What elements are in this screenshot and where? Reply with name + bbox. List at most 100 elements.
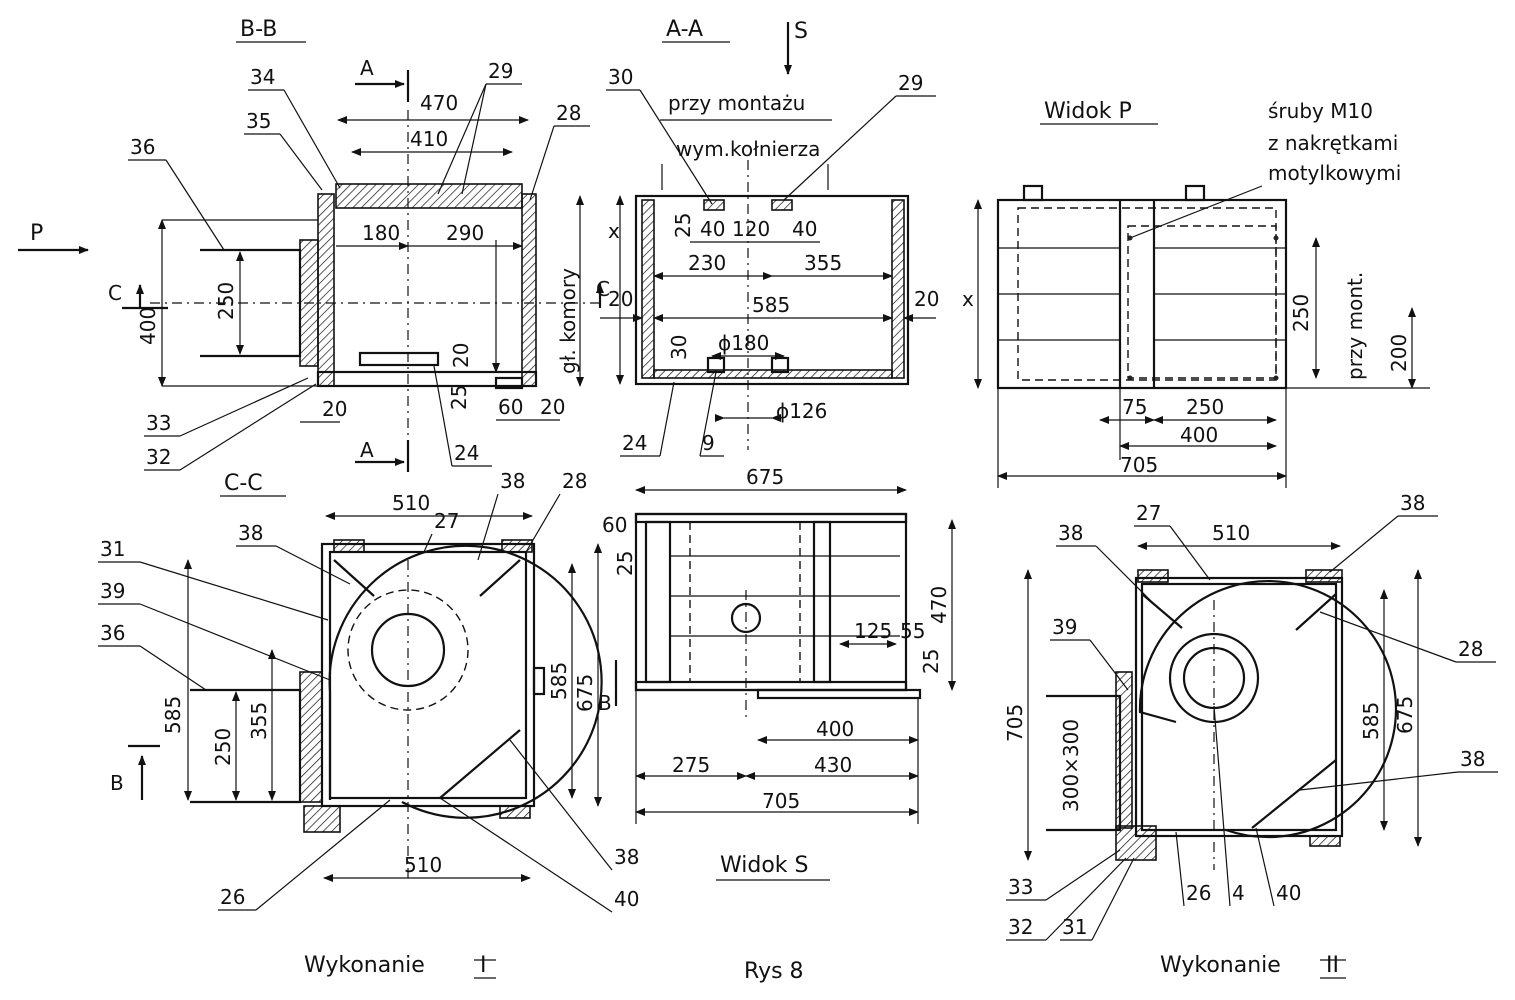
v2-callout-38c: 38 xyxy=(1460,747,1485,771)
aa-x-label: x xyxy=(608,219,620,243)
aa-note-flange: wym.kołnierza xyxy=(676,137,820,161)
caption-variant-2: Wykonanie xyxy=(1160,953,1281,978)
view-p-mount-note: przy mont. xyxy=(1343,272,1367,380)
cc-callout-39: 39 xyxy=(100,579,125,603)
bolt-note-3: motylkowymi xyxy=(1268,161,1401,185)
bb-left-wall xyxy=(317,193,335,387)
aa-housing xyxy=(634,194,910,386)
cc-scroll-casing xyxy=(328,544,603,819)
caption-variant-2-num: II xyxy=(1326,953,1339,978)
section-c-c: C-C 510 585 675 585 355 250 510 B xyxy=(98,469,639,913)
captions: Wykonanie I Rys 8 Wykonanie II xyxy=(304,953,1346,984)
v2-dim-585: 585 xyxy=(1359,702,1383,740)
callout-36: 36 xyxy=(130,135,155,159)
v2-callout-28: 28 xyxy=(1458,637,1483,661)
aa-note-mount: przy montażu xyxy=(668,91,805,115)
callout-24-aa: 24 xyxy=(622,431,647,455)
bb-dim-60: 60 xyxy=(498,395,523,419)
cut-c-label-aa: C xyxy=(596,277,610,301)
cc-callout-31: 31 xyxy=(100,537,125,561)
bolt-note-2: z nakrętkami xyxy=(1268,131,1398,155)
callout-34: 34 xyxy=(250,65,275,89)
callout-32: 32 xyxy=(146,445,171,469)
caption-figure: Rys 8 xyxy=(744,959,804,984)
v2-inlet-ring xyxy=(1182,646,1246,710)
aa-dim-40a: 40 xyxy=(700,217,725,241)
v2-callout-32: 32 xyxy=(1008,915,1033,939)
view-s: 675 60 25 470 125 55 25 400 275 430 705 … xyxy=(598,465,956,881)
cc-callout-36: 36 xyxy=(100,621,125,645)
vs-dim-430: 430 xyxy=(814,753,852,777)
callout-30: 30 xyxy=(608,65,633,89)
v2-dim-510: 510 xyxy=(1212,521,1250,545)
aa-dim-355: 355 xyxy=(804,251,842,275)
view-p-dim-705: 705 xyxy=(1120,453,1158,477)
vs-dim-55: 55 xyxy=(900,619,925,643)
section-bb-title: B-B xyxy=(240,17,277,42)
aa-dim-120: 120 xyxy=(732,217,770,241)
vs-dim-705: 705 xyxy=(762,789,800,813)
vs-outline xyxy=(634,512,908,692)
view-p-dim-200: 200 xyxy=(1387,334,1411,372)
cut-a-top-label: A xyxy=(360,56,374,80)
aa-dim-40b: 40 xyxy=(792,217,817,241)
view-s-arrow-label: S xyxy=(794,19,808,44)
cut-a-bottom-label: A xyxy=(360,438,374,462)
callout-24: 24 xyxy=(454,441,479,465)
view-p-arrow-label: P xyxy=(30,221,43,246)
v2-callout-40: 40 xyxy=(1276,881,1301,905)
section-cc-title: C-C xyxy=(224,471,263,496)
section-a-a: A-A S przy montażu wym.kołnierza x 25 40… xyxy=(596,17,939,457)
bb-bottom-plate xyxy=(316,370,538,388)
aa-dim-phi180: ϕ180 xyxy=(718,331,769,355)
callout-29: 29 xyxy=(488,59,513,83)
callout-28: 28 xyxy=(556,101,581,125)
v2-callout-39: 39 xyxy=(1052,615,1077,639)
view-p-dim-75: 75 xyxy=(1122,395,1147,419)
v2-callout-31: 31 xyxy=(1062,915,1087,939)
vs-dim-25a: 25 xyxy=(613,551,637,576)
cut-b-label-vs: B xyxy=(598,691,612,715)
callout-33: 33 xyxy=(146,411,171,435)
aa-dim-30: 30 xyxy=(667,335,691,360)
variant-2-view: 300×300 510 705 585 675 38 27 38 39 28 3… xyxy=(1003,491,1498,941)
v2-callout-26: 26 xyxy=(1186,881,1211,905)
vs-dim-125: 125 xyxy=(854,619,892,643)
v2-callout-38a: 38 xyxy=(1058,521,1083,545)
vs-dim-275: 275 xyxy=(672,753,710,777)
callout-9: 9 xyxy=(702,431,715,455)
vs-dim-25b: 25 xyxy=(919,649,943,674)
cc-callout-40: 40 xyxy=(614,887,639,911)
view-p-title: Widok P xyxy=(1044,99,1132,124)
view-s-title: Widok S xyxy=(720,853,809,878)
bb-bottom-block xyxy=(358,351,440,367)
caption-variant-1-num: I xyxy=(480,953,487,978)
cc-dim-355: 355 xyxy=(247,702,271,740)
bolt-note-1: śruby M10 xyxy=(1268,99,1373,123)
caption-variant-1: Wykonanie xyxy=(304,953,425,978)
view-p-x-label: x xyxy=(962,287,974,311)
bb-dim-410: 410 xyxy=(410,127,448,151)
cc-dim-510-bottom: 510 xyxy=(404,853,442,877)
bb-dim-470: 470 xyxy=(420,91,458,115)
callout-29-aa: 29 xyxy=(898,71,923,95)
bb-dim-20a: 20 xyxy=(322,397,347,421)
bb-depth-label: gł. komory xyxy=(556,268,580,374)
cc-callout-38a: 38 xyxy=(238,521,263,545)
bb-right-wall xyxy=(521,193,537,387)
cc-callout-38c: 38 xyxy=(614,845,639,869)
cc-inlet-duct xyxy=(190,688,302,804)
cc-dim-250: 250 xyxy=(211,728,235,766)
cc-dim-585-left: 585 xyxy=(161,696,185,734)
v2-dim-705: 705 xyxy=(1003,704,1027,742)
vs-dim-400: 400 xyxy=(816,717,854,741)
aa-dim-230: 230 xyxy=(688,251,726,275)
v2-scroll-casing xyxy=(1138,580,1398,839)
view-p: Widok P śruby M10 z nakrętkami motylkowy… xyxy=(962,99,1430,488)
view-p-dim-400: 400 xyxy=(1180,423,1218,447)
aa-dim-20a: 20 xyxy=(608,287,633,311)
bb-dim-400: 400 xyxy=(136,307,160,345)
aa-dim-phi126: ϕ126 xyxy=(776,399,827,423)
bb-dim-25: 25 xyxy=(447,385,471,410)
